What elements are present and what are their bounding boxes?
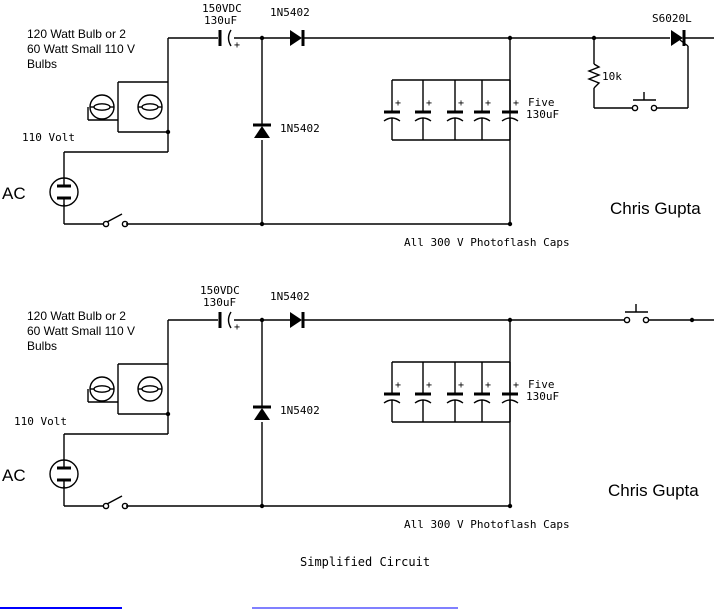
resistor-icon (587, 63, 601, 89)
diagram-caption: Simplified Circuit (300, 555, 430, 569)
svg-text:+: + (234, 322, 240, 333)
trigger-button-icon (631, 92, 658, 112)
series-diode-label: 1N5402 (270, 6, 310, 19)
svg-text:+: + (485, 98, 491, 109)
bulb-icon (137, 94, 163, 120)
scr-label: S6020L (652, 12, 692, 25)
capacitor-icon: + (383, 362, 401, 422)
bulb-label-line-3: Bulbs (27, 57, 57, 71)
voltage-label: 110 Volt (22, 131, 75, 144)
caps-note: All 300 V Photoflash Caps (404, 236, 570, 249)
series-cap-voltage-label: 150VDC (200, 284, 240, 297)
series-capacitor-icon: + (218, 29, 240, 51)
ac-source-label: AC (2, 184, 26, 203)
mains-switch-icon (102, 213, 129, 228)
bulb-icon (137, 376, 163, 402)
series-diode-label: 1N5402 (270, 290, 310, 303)
shunt-diode-label: 1N5402 (280, 404, 320, 417)
ac-source-icon (49, 459, 79, 489)
bulb-icon (89, 94, 115, 120)
author-label: Chris Gupta (610, 199, 701, 218)
trigger-button-icon (623, 304, 650, 324)
ac-source-icon (49, 177, 79, 207)
cap-bank-value-label: 130uF (526, 390, 559, 403)
bulb-label-line-2: 60 Watt Small 110 V (27, 324, 135, 338)
capacitor-icon: + (383, 80, 401, 140)
svg-text:+: + (513, 380, 519, 391)
ac-source-label: AC (2, 466, 26, 485)
capacitor-bank-icon: + + + + (383, 80, 519, 140)
junction-dots-top (165, 35, 597, 227)
wires-bottom (63, 319, 714, 507)
svg-text:+: + (395, 380, 401, 391)
svg-text:+: + (234, 40, 240, 51)
bulb-label-line-1: 120 Watt Bulb or 2 (27, 309, 126, 323)
scr-icon (671, 30, 686, 46)
svg-text:+: + (485, 380, 491, 391)
cap-bank-count-label: Five (528, 96, 555, 109)
shunt-diode-label: 1N5402 (280, 122, 320, 135)
mains-switch-icon (102, 495, 129, 510)
capacitor-icon: + (501, 362, 519, 422)
bulb-label-line-1: 120 Watt Bulb or 2 (27, 27, 126, 41)
wires-top (63, 37, 714, 225)
bulb-label-line-2: 60 Watt Small 110 V (27, 42, 135, 56)
bulb-label-line-3: Bulbs (27, 339, 57, 353)
junction-dots-bottom (165, 317, 695, 509)
series-diode-icon (290, 312, 305, 328)
author-label: Chris Gupta (608, 481, 699, 500)
series-cap-value-label: 130uF (204, 14, 237, 27)
svg-text:+: + (458, 380, 464, 391)
series-capacitor-icon: + (218, 311, 240, 333)
capacitor-icon: + (446, 80, 464, 140)
svg-text:+: + (513, 98, 519, 109)
cap-bank-value-label: 130uF (526, 108, 559, 121)
shunt-diode-icon (253, 405, 271, 420)
circuit-top: + (2, 2, 714, 249)
series-cap-voltage-label: 150VDC (202, 2, 242, 15)
capacitor-icon: + (501, 80, 519, 140)
capacitor-icon: + (446, 362, 464, 422)
series-diode-icon (290, 30, 305, 46)
capacitor-bank-icon: + + + + (383, 362, 519, 422)
voltage-label: 110 Volt (14, 415, 67, 428)
cap-bank-count-label: Five (528, 378, 555, 391)
bulb-icon (89, 376, 115, 402)
capacitor-icon: + (414, 80, 432, 140)
svg-text:+: + (426, 380, 432, 391)
circuit-bottom: + (2, 284, 714, 531)
capacitor-icon: + (414, 362, 432, 422)
capacitor-icon: + (473, 80, 491, 140)
resistor-label: 10k (602, 70, 622, 83)
capacitor-icon: + (473, 362, 491, 422)
svg-text:+: + (426, 98, 432, 109)
svg-text:+: + (458, 98, 464, 109)
svg-text:+: + (395, 98, 401, 109)
shunt-diode-icon (253, 123, 271, 138)
series-cap-value-label: 130uF (203, 296, 236, 309)
caps-note: All 300 V Photoflash Caps (404, 518, 570, 531)
